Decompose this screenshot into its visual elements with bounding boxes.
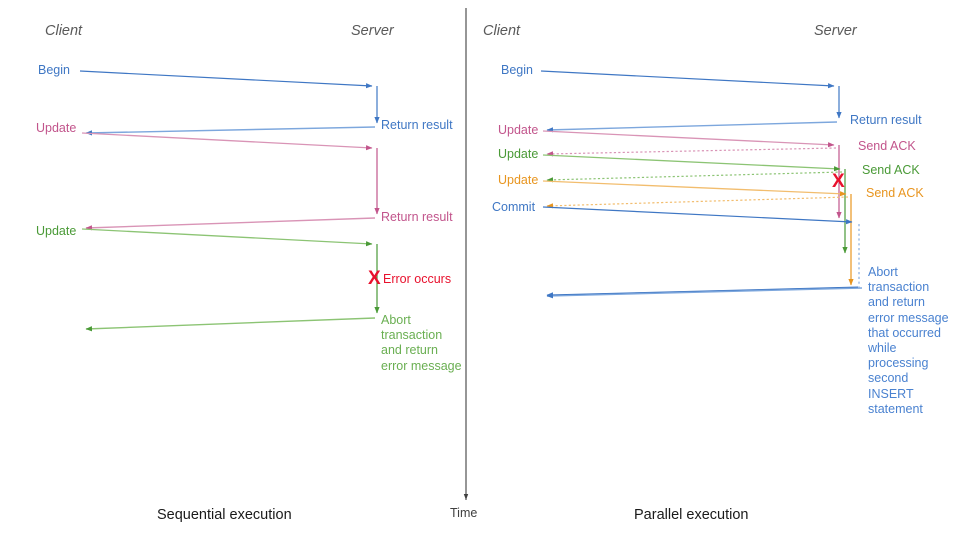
left-arrow-begin <box>79 70 373 89</box>
right-label-update-3: Update <box>498 173 539 187</box>
left-panel-arrows <box>79 70 380 332</box>
right-abort-line-8: second <box>868 371 909 386</box>
right-label-update-2: Update <box>498 147 539 161</box>
right-arrow-return-result <box>546 121 838 133</box>
right-abort-line-6: while <box>868 341 897 356</box>
left-actor-client: Client <box>45 23 83 39</box>
right-label-begin: Begin <box>501 63 533 77</box>
left-label-return-result-2: Return result <box>381 210 453 224</box>
left-panel-caption: Sequential execution <box>157 507 292 523</box>
right-abort-line-4: error message <box>868 310 949 325</box>
right-arrow-update-3 <box>542 180 847 197</box>
right-panel-arrows <box>540 70 863 299</box>
right-error-x-icon: X <box>832 171 845 192</box>
right-label-send-ack-3: Send ACK <box>866 186 924 200</box>
left-label-return-result-1: Return result <box>381 118 453 132</box>
right-label-update-1: Update <box>498 123 539 137</box>
right-label-abort-note: Abort transaction and return error messa… <box>868 265 960 417</box>
right-label-send-ack-1: Send ACK <box>858 139 916 153</box>
left-abort-line-3: and return <box>381 343 438 358</box>
right-abort-line-2: transaction <box>868 280 930 295</box>
left-arrow-abort <box>85 317 376 332</box>
right-arrow-begin <box>540 70 835 89</box>
right-arrow-commit <box>542 206 853 225</box>
right-arrow-ack-2 <box>546 171 843 183</box>
right-arrow-ack-1 <box>546 147 837 157</box>
left-label-error-occurs: Error occurs <box>383 272 452 286</box>
right-arrow-update-1 <box>542 130 835 148</box>
left-error-x-icon: X <box>368 268 381 289</box>
left-label-begin: Begin <box>38 63 70 77</box>
left-label-abort-note: Abort transaction and return error messa… <box>381 313 471 374</box>
right-abort-line-1: Abort <box>868 265 898 279</box>
left-arrow-update-2 <box>81 228 373 247</box>
right-abort-line-7: processing <box>868 356 929 371</box>
right-abort-line-5: that occurred <box>868 325 941 340</box>
right-panel-caption: Parallel execution <box>634 507 749 523</box>
left-actor-server: Server <box>351 23 394 39</box>
left-abort-line-4: error message <box>381 358 462 373</box>
left-abort-line-1: Abort <box>381 313 411 327</box>
right-label-return-result: Return result <box>850 113 922 127</box>
right-arrow-abort <box>546 286 863 299</box>
right-actor-client: Client <box>483 23 521 39</box>
left-arrow-update-1 <box>81 132 373 151</box>
right-arrow-ack-3 <box>546 196 849 209</box>
right-label-commit: Commit <box>492 200 536 214</box>
right-abort-line-9: INSERT <box>868 386 914 401</box>
left-abort-line-2: transaction <box>381 328 443 343</box>
left-arrow-return-result-1 <box>85 126 376 136</box>
right-label-send-ack-2: Send ACK <box>862 163 920 177</box>
left-label-update-2: Update <box>36 224 77 238</box>
right-actor-server: Server <box>814 23 857 39</box>
left-label-update-1: Update <box>36 121 77 135</box>
right-abort-line-10: statement <box>868 401 923 416</box>
right-arrow-update-2 <box>542 154 841 172</box>
time-axis-label: Time <box>450 506 478 520</box>
right-abort-line-3: and return <box>868 295 925 310</box>
left-arrow-return-result-2 <box>85 217 376 231</box>
